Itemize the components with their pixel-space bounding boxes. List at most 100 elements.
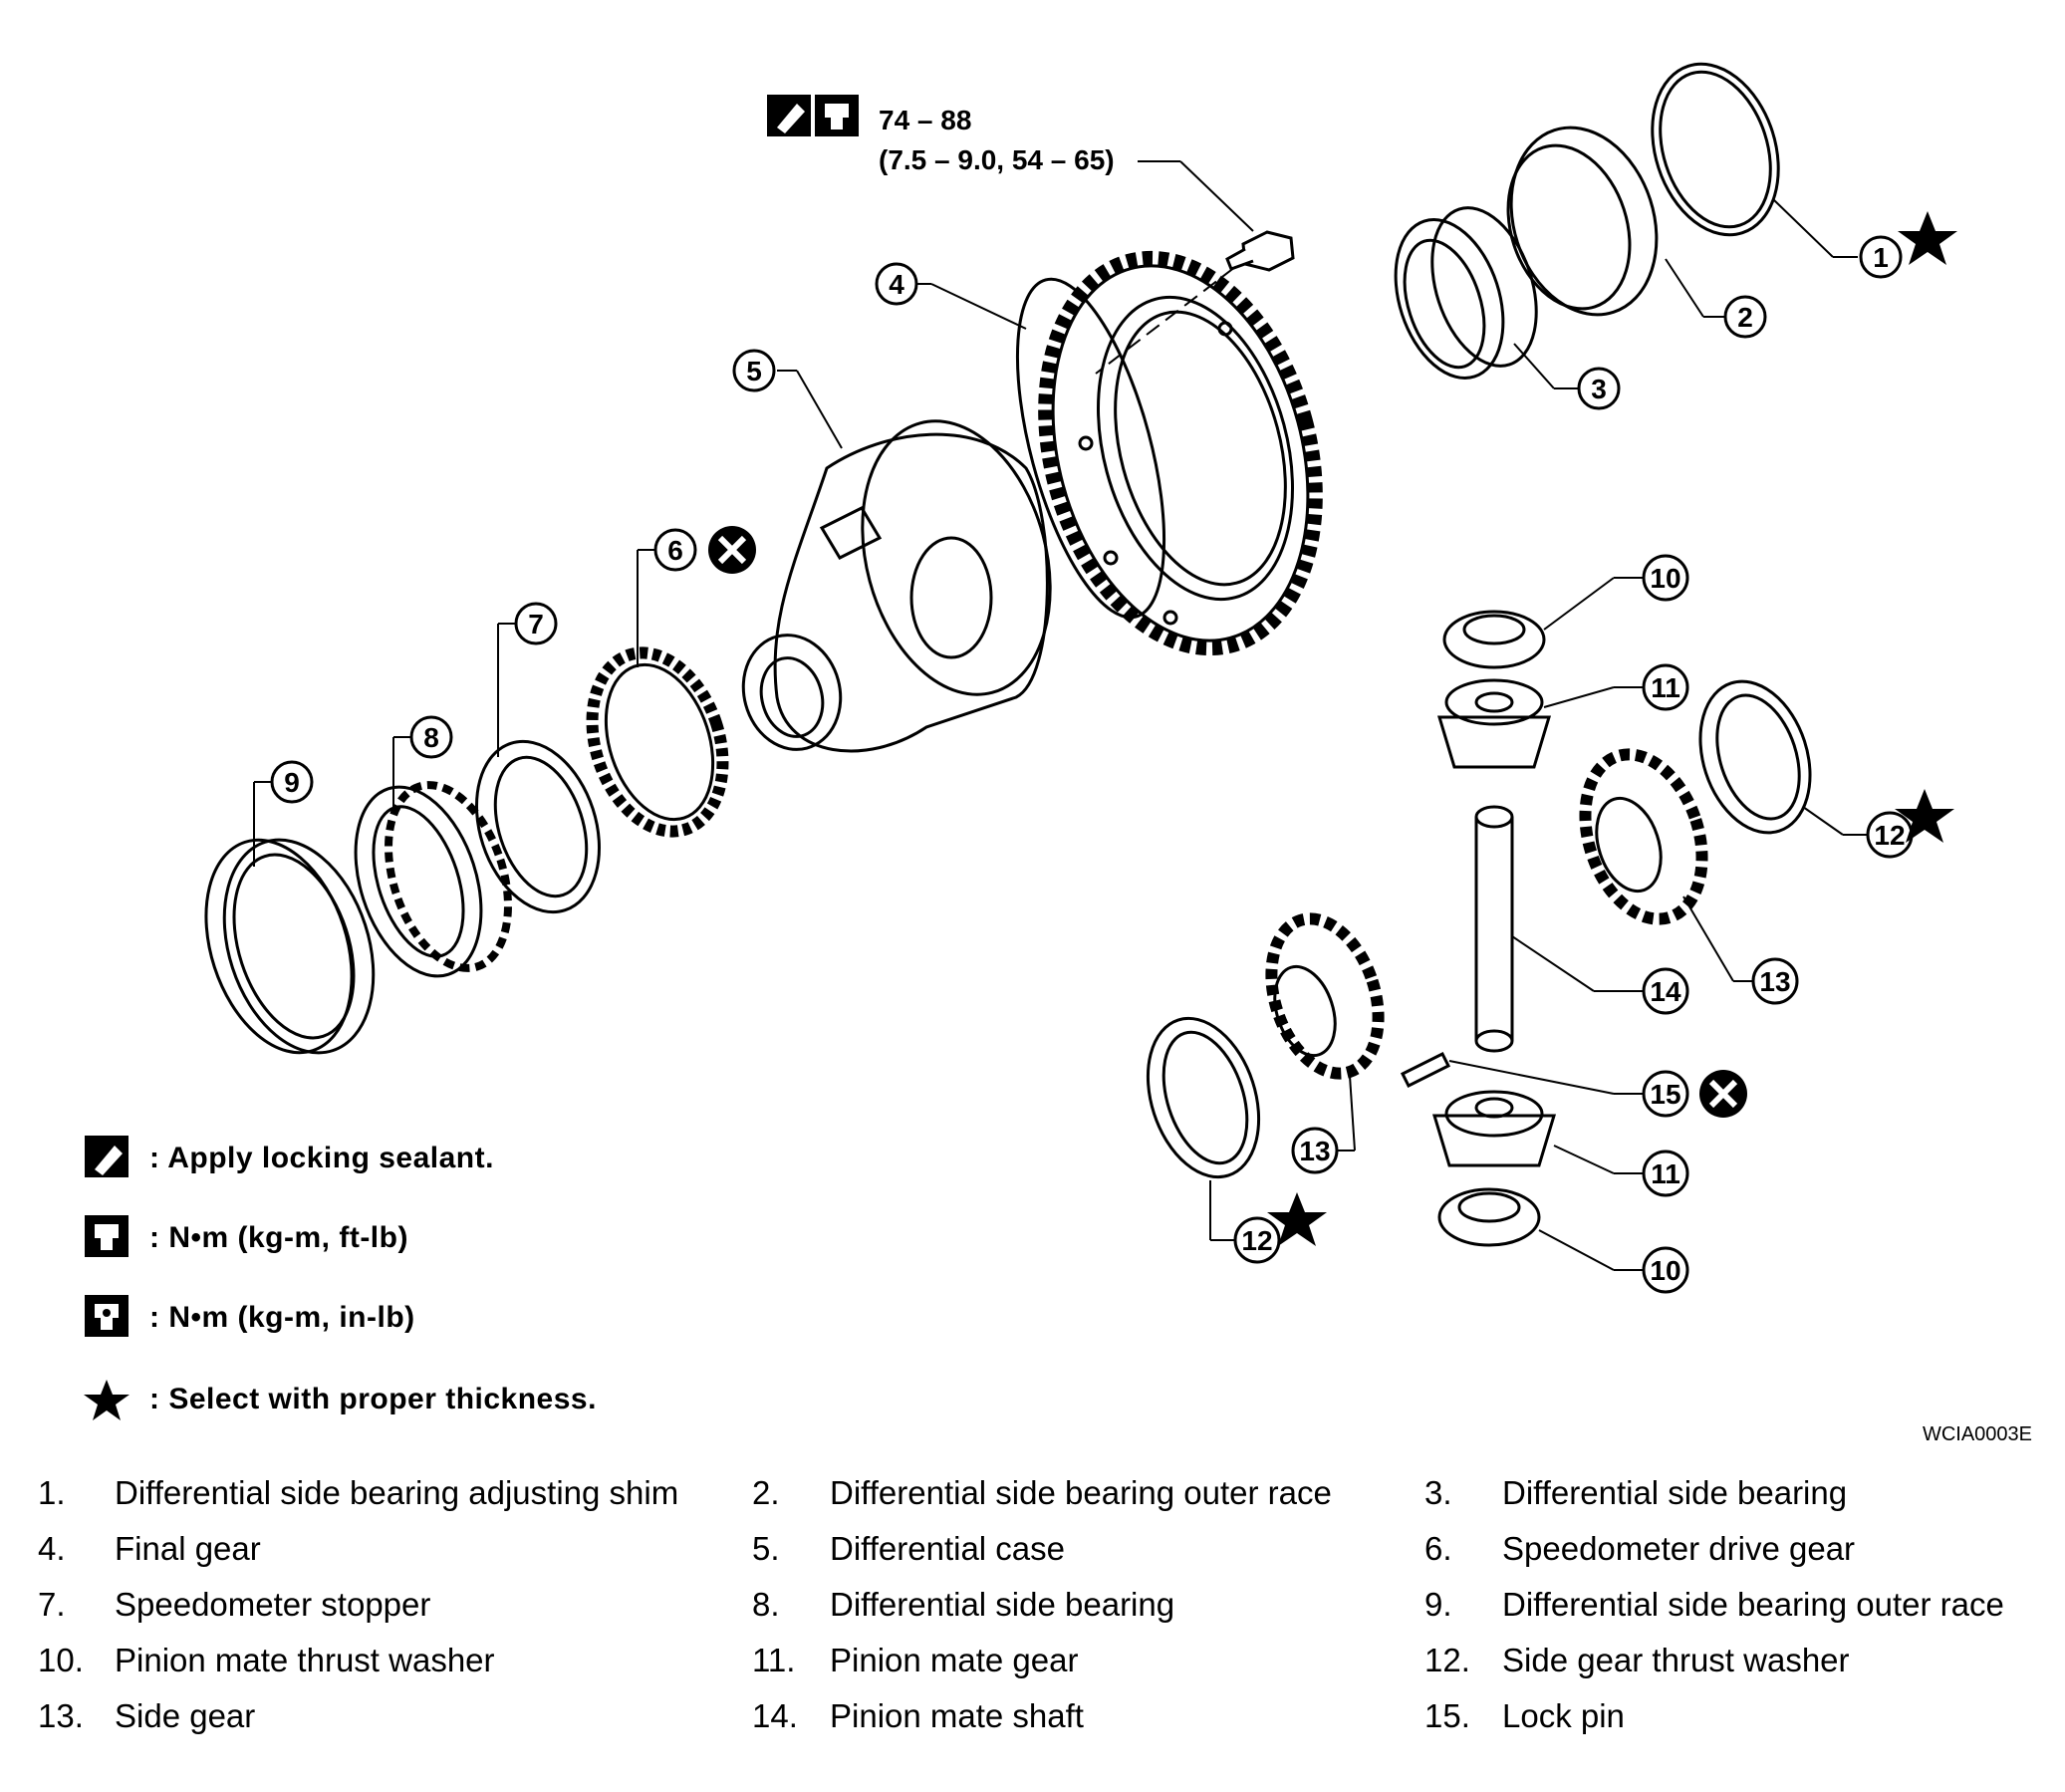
part-5-diff-case — [741, 370, 1052, 753]
svg-text:8: 8 — [423, 722, 439, 753]
callout-2: 2 — [1723, 295, 1767, 339]
part-11-pinion-gear-top — [1436, 678, 1644, 769]
part-number: 10. — [38, 1642, 84, 1678]
part-7-speedo-stopper — [474, 623, 602, 914]
star-icon — [1895, 789, 1954, 843]
part-name: Differential side bearing outer race — [830, 1474, 1332, 1511]
part-number: 8. — [752, 1586, 780, 1623]
part-number: 7. — [38, 1586, 66, 1623]
svg-text:13: 13 — [1759, 966, 1790, 997]
svg-text:10: 10 — [1650, 563, 1680, 594]
callouts: 1 2 3 4 5 6 7 8 9 10 11 12 13 14 15 11 1… — [270, 235, 1914, 1294]
part-number: 15. — [1424, 1697, 1470, 1734]
part-8-side-bearing — [354, 736, 512, 978]
part-name: Pinion mate gear — [830, 1642, 1079, 1678]
parts-row: 7. Speedometer stopper 8. Differential s… — [0, 1586, 2065, 1642]
figure-code: WCIA0003E — [1923, 1423, 2032, 1445]
star-icon — [1898, 211, 1957, 265]
star-icon — [1267, 1192, 1327, 1246]
part-11-pinion-gear-bottom — [1431, 1090, 1644, 1174]
part-9-outer-race — [204, 781, 376, 1055]
part-13-side-gear-right — [1579, 748, 1753, 982]
callout-9: 9 — [270, 760, 314, 804]
svg-text:: Apply locking sealant.: : Apply locking sealant. — [149, 1142, 494, 1174]
svg-text:: N•m (kg-m, ft-lb): : N•m (kg-m, ft-lb) — [149, 1221, 408, 1254]
svg-text:1: 1 — [1873, 242, 1889, 273]
svg-text:14: 14 — [1650, 976, 1681, 1007]
legend-item-ftlb: : N•m (kg-m, ft-lb) — [85, 1215, 408, 1257]
callout-12-right: 12 — [1866, 811, 1914, 859]
callout-13-left: 13 — [1291, 1127, 1339, 1174]
part-13-side-gear-left — [1265, 912, 1385, 1152]
parts-row: 13. Side gear 14. Pinion mate shaft 15. … — [0, 1697, 2065, 1753]
svg-text:12: 12 — [1241, 1225, 1272, 1256]
part-6-speedo-drive-gear — [586, 549, 729, 838]
part-name: Side gear — [115, 1697, 256, 1734]
svg-text:: Select with proper thickness: : Select with proper thickness. — [149, 1383, 597, 1415]
svg-text:15: 15 — [1650, 1079, 1680, 1110]
legend-item-sealant: : Apply locking sealant. — [85, 1136, 494, 1177]
torque-value: 74 – 88 — [879, 105, 971, 135]
svg-text:10: 10 — [1650, 1255, 1680, 1286]
callout-5: 5 — [732, 349, 776, 392]
part-number: 12. — [1424, 1642, 1470, 1678]
replace-x-icon — [1699, 1070, 1747, 1118]
svg-text:5: 5 — [746, 356, 762, 386]
callout-3: 3 — [1577, 367, 1621, 410]
exploded-diagram: 74 – 88 (7.5 – 9.0, 54 – 65) — [84, 62, 2032, 1445]
callout-11-top: 11 — [1642, 663, 1689, 711]
part-name: Speedometer drive gear — [1502, 1530, 1856, 1567]
svg-text:13: 13 — [1299, 1136, 1330, 1166]
callout-13-right: 13 — [1751, 957, 1799, 1005]
callout-10-top: 10 — [1642, 554, 1689, 602]
part-name: Pinion mate shaft — [830, 1697, 1084, 1734]
part-name: Differential side bearing adjusting shim — [115, 1474, 679, 1511]
callout-15: 15 — [1642, 1070, 1689, 1118]
part-number: 5. — [752, 1530, 780, 1567]
svg-text:2: 2 — [1737, 302, 1753, 333]
part-name: Differential side bearing — [1502, 1474, 1848, 1511]
parts-row: 4. Final gear 5. Differential case 6. Sp… — [0, 1530, 2065, 1586]
part-name: Pinion mate thrust washer — [115, 1642, 495, 1678]
part-name: Lock pin — [1502, 1697, 1625, 1734]
svg-text:6: 6 — [667, 535, 683, 566]
part-name: Differential case — [830, 1530, 1066, 1567]
part-number: 2. — [752, 1474, 780, 1511]
torque-detail: (7.5 – 9.0, 54 – 65) — [879, 144, 1115, 175]
svg-text:11: 11 — [1651, 672, 1680, 703]
part-1-shim — [1651, 62, 1858, 258]
legend-item-thickness: : Select with proper thickness. — [84, 1380, 597, 1420]
part-number: 3. — [1424, 1474, 1452, 1511]
part-name: Differential side bearing outer race — [1502, 1586, 2004, 1623]
part-15-lock-pin — [1400, 1051, 1644, 1095]
part-4-final-gear — [892, 250, 1323, 656]
callout-8: 8 — [409, 715, 453, 759]
part-2-outer-race — [1506, 126, 1725, 318]
callout-6: 6 — [653, 528, 697, 572]
callout-1: 1 — [1859, 235, 1903, 279]
callout-10-bottom: 10 — [1642, 1246, 1689, 1294]
replace-x-icon — [708, 526, 756, 574]
part-name: Side gear thrust washer — [1502, 1642, 1850, 1678]
bolt — [1095, 230, 1295, 375]
part-number: 11. — [752, 1642, 796, 1678]
part-number: 6. — [1424, 1530, 1452, 1567]
part-name: Final gear — [115, 1530, 261, 1567]
torque-spec: 74 – 88 (7.5 – 9.0, 54 – 65) — [767, 95, 1254, 232]
part-number: 1. — [38, 1474, 66, 1511]
svg-text:4: 4 — [889, 269, 904, 300]
parts-row: 10. Pinion mate thrust washer 11. Pinion… — [0, 1642, 2065, 1697]
callout-14: 14 — [1642, 967, 1689, 1015]
part-14-pinion-shaft — [1474, 805, 1644, 1053]
part-name: Speedometer stopper — [115, 1586, 431, 1623]
svg-text:: N•m (kg-m, in-lb): : N•m (kg-m, in-lb) — [149, 1301, 415, 1334]
legend-item-inlb: : N•m (kg-m, in-lb) — [85, 1295, 415, 1337]
part-3-side-bearing — [1394, 206, 1579, 389]
svg-text:12: 12 — [1874, 820, 1905, 851]
part-number: 9. — [1424, 1586, 1452, 1623]
callout-12-left: 12 — [1233, 1216, 1281, 1264]
legend: : Apply locking sealant. : N•m (kg-m, ft… — [84, 1136, 597, 1420]
part-12-thrust-washer-left — [1146, 1016, 1261, 1241]
svg-text:7: 7 — [528, 609, 544, 640]
part-number: 13. — [38, 1697, 84, 1734]
